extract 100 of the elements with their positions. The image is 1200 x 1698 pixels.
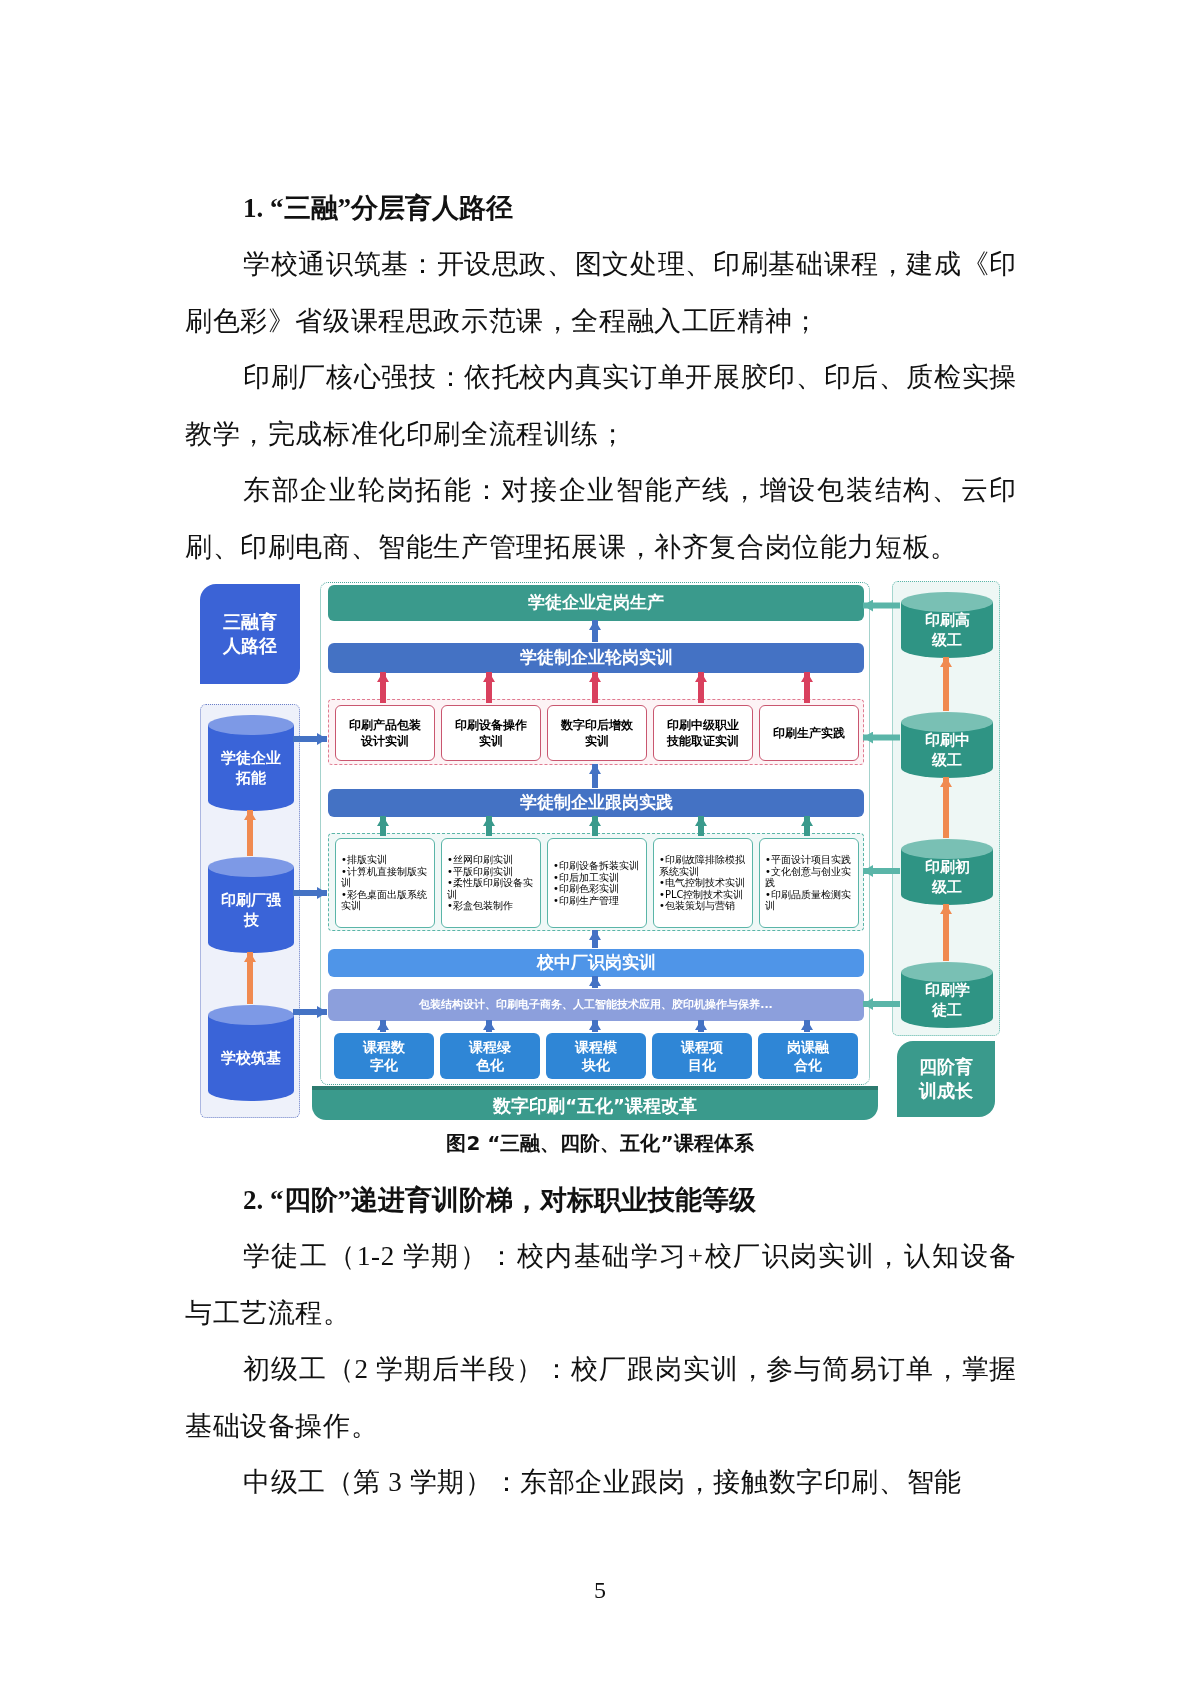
arrow — [377, 672, 389, 703]
arrow — [801, 1020, 813, 1032]
course-card — [547, 705, 647, 761]
arrow — [483, 816, 495, 836]
course-card — [335, 705, 435, 761]
tile-label: 课程数字化 — [362, 1038, 406, 1074]
figure-caption: 图2 “三融、四阶、五化”课程体系 — [445, 1130, 755, 1157]
arrow — [293, 1006, 327, 1018]
arrow — [940, 777, 952, 838]
arrow — [940, 657, 952, 711]
stage-bar — [328, 949, 864, 977]
header-box — [200, 584, 300, 684]
arrow — [695, 816, 707, 836]
tile-label: 岗课融合化 — [786, 1038, 830, 1074]
arrow — [589, 672, 601, 703]
cylinder-label: 印刷厂强技 — [220, 890, 282, 930]
arrow — [801, 672, 813, 703]
bullet-item: •印刷故障排除模拟系统实训 — [659, 854, 746, 878]
body-paragraph: 东部企业轮岗拓能：对接企业智能产线，增设包装结构、云印刷、印刷电商、智能生产管理拓展课，补齐复合岗位能力短板。 — [185, 474, 1017, 564]
reform-tile — [334, 1033, 434, 1079]
body-paragraph: 初级工（2 学期后半段）：校厂跟岗实训，参与简易订单，掌握基础设备操作。 — [185, 1353, 1017, 1443]
arrow — [695, 1020, 707, 1032]
card-label: 印刷生产实践 — [772, 725, 846, 741]
bar-label: 学徒制企业跟岗实践 — [519, 791, 673, 815]
section-heading: 2. “四阶”递进育训阶梯，对标职业技能等级 — [242, 1184, 757, 1217]
base-bar — [312, 1086, 878, 1120]
arrow — [377, 816, 389, 836]
cylinder-label: 印刷中级工 — [923, 730, 971, 770]
arrow — [293, 887, 327, 899]
bullet-item: •排版实训 — [341, 854, 388, 866]
stage-bar — [328, 643, 864, 673]
card-label: 印刷产品包装设计实训 — [348, 717, 422, 749]
bullet-item: •彩盒包装制作 — [447, 900, 514, 912]
card-label: 数字印后增效实训 — [560, 717, 634, 749]
bullet-item: •计算机直接制版实训 — [341, 865, 428, 889]
tile-label: 课程项目化 — [680, 1038, 724, 1074]
body-paragraph: 学徒工（1-2 学期）：校内基础学习+校厂识岗实训，认知设备与工艺流程。 — [185, 1240, 1017, 1330]
reform-tile — [440, 1033, 540, 1079]
course-list-card — [653, 838, 753, 928]
group-panel — [892, 581, 1000, 1036]
course-card — [441, 705, 541, 761]
header-text: 三融育人路径 — [222, 610, 278, 658]
bar-label: 校中厂识岗实训 — [536, 951, 656, 975]
section-heading: 1. “三融”分层育人路径 — [242, 192, 514, 225]
bar-label: 包装结构设计、印刷电子商务、人工智能技术应用、胶印机操作与保养... — [419, 996, 773, 1013]
header-box — [897, 1041, 995, 1117]
group-panel — [328, 699, 864, 765]
arrow — [589, 930, 601, 948]
arrow — [863, 599, 900, 612]
header-text: 四阶育训成长 — [917, 1055, 974, 1103]
bullet-item: •PLC控制技术实训 — [659, 888, 745, 901]
arrow — [293, 733, 327, 745]
bullet-item: •平面设计项目实践 — [765, 854, 852, 866]
card-label: 印刷设备操作实训 — [454, 717, 528, 749]
arrow — [483, 672, 495, 703]
card-label: 印刷中级职业技能取证实训 — [666, 717, 740, 749]
arrow — [863, 865, 900, 877]
arrow — [589, 1020, 601, 1032]
arrow — [244, 810, 256, 856]
arrow — [863, 731, 900, 744]
body-paragraph: 学校通识筑基：开设思政、图文处理、印刷基础课程，建成《印刷色彩》省级课程思政示范课，全程融入工匠精神； — [185, 248, 1017, 338]
stage-bar — [328, 789, 864, 817]
bullet-item: •包装策划与营销 — [659, 900, 736, 912]
arrow — [589, 976, 601, 988]
reform-tile — [758, 1033, 858, 1079]
arrow — [589, 816, 601, 836]
arrow — [801, 816, 813, 836]
reform-tile — [652, 1033, 752, 1079]
group-panel — [200, 704, 300, 1118]
arrow — [695, 672, 707, 703]
bullet-item: •彩色桌面出版系统实训 — [341, 888, 428, 912]
bullet-item: •平版印刷实训 — [447, 865, 514, 877]
arrow — [377, 1020, 389, 1032]
bullet-item: •印刷设备拆装实训 — [553, 860, 640, 872]
cylinder-label: 印刷高级工 — [923, 610, 971, 650]
arrow — [589, 620, 601, 642]
reform-tile — [546, 1033, 646, 1079]
bullet-item: •文化创意与创业实践 — [765, 865, 852, 889]
arrow — [589, 764, 601, 788]
cylinder-label: 学校筑基 — [220, 1048, 282, 1068]
group-panel — [328, 833, 864, 931]
arrow — [483, 1020, 495, 1032]
bullet-item: •印刷品质量检测实训 — [765, 888, 852, 912]
bullet-item: •柔性版印刷设备实训 — [447, 877, 534, 900]
bullet-item: •印刷色彩实训 — [553, 883, 620, 895]
course-list-card — [441, 838, 541, 928]
stage-bar — [328, 585, 864, 621]
tile-label: 课程绿色化 — [468, 1038, 512, 1074]
cylinder-label: 印刷初级工 — [923, 857, 971, 897]
bullet-item: •印刷生产管理 — [553, 894, 620, 906]
course-bar — [328, 989, 864, 1021]
bar-label: 数字印刷“五化”课程改革 — [493, 1093, 697, 1118]
course-list-card — [759, 838, 859, 928]
course-card — [759, 705, 859, 761]
arrow — [244, 952, 256, 1004]
course-list-card — [547, 838, 647, 928]
course-list-card — [335, 838, 435, 928]
arrow — [863, 998, 900, 1010]
tile-label: 课程模块化 — [574, 1038, 618, 1074]
cylinder-label: 学徒企业拓能 — [220, 748, 282, 788]
